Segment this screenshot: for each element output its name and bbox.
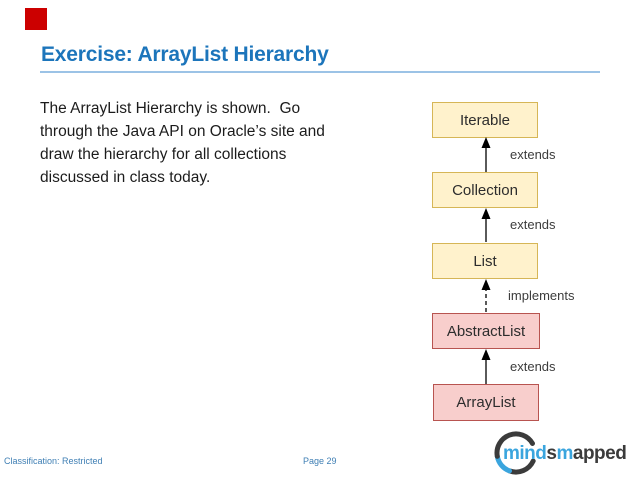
diagram-node-list: List [432,243,538,279]
diagram-node-collection: Collection [432,172,538,208]
slide-title: Exercise: ArrayList Hierarchy [41,43,329,66]
diagram-node-iterable: Iterable [432,102,538,138]
node-label: List [473,252,497,270]
body-line: discussed in class today. [40,169,211,186]
implements-arrow [481,279,491,312]
node-label: Collection [452,181,518,199]
logo-text-part: mind [503,443,547,464]
extends-arrow [481,349,491,384]
extends-arrow [481,208,491,242]
title-underline [40,71,600,73]
logo-text-part: s [546,443,557,464]
edge-label-extends: extends [510,147,556,162]
logo-text-part: m [556,443,573,464]
footer-classification: Classification: Restricted [4,456,103,466]
node-label: ArrayList [456,394,516,411]
node-label: Iterable [459,111,511,129]
logo-wordmark: mindsmapped [503,443,627,465]
extends-arrow [481,137,491,172]
body-line: The ArrayList Hierarchy is shown. Go [40,100,301,117]
red-square-marker [25,8,47,30]
diagram-node-abstractlist: AbstractList [432,313,540,349]
diagram-node-arraylist: ArrayList [433,384,539,421]
mindsmapped-logo: mindsmapped [486,427,638,477]
edge-label-implements: implements [508,288,575,303]
node-label: AbstractList [446,322,526,340]
body-line: draw the hierarchy for all collections [40,146,287,163]
edge-label-extends: extends [510,217,556,232]
body-paragraph: The ArrayList Hierarchy is shown. Go thr… [40,97,325,189]
edge-label-extends: extends [510,359,556,374]
logo-circle-icon [494,431,536,475]
footer-page-number: Page 29 [303,456,337,466]
logo-text-part: apped [572,443,627,464]
body-line: through the Java API on Oracle’s site an… [40,123,325,140]
diagram-arrows [481,137,491,384]
